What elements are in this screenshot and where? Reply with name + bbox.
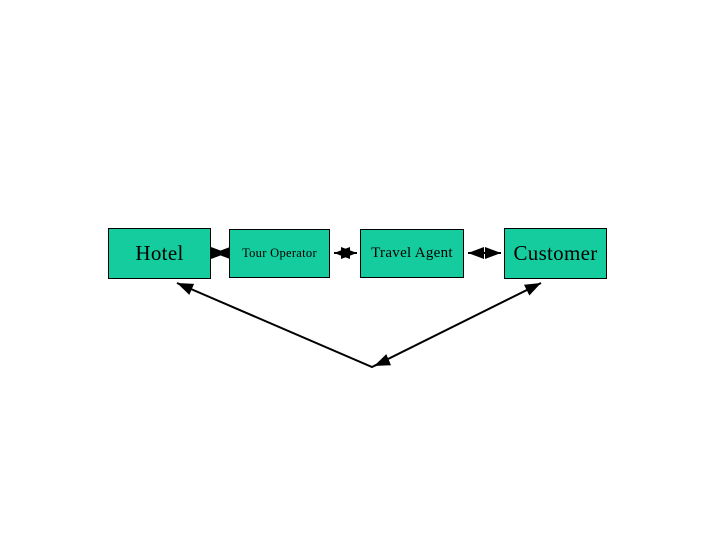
connector-hotel-customer-direct (176, 282, 542, 369)
node-customer-label: Customer (513, 241, 598, 265)
node-tour-operator-label: Tour Operator (242, 246, 317, 261)
node-travel-agent-label: Travel Agent (371, 245, 453, 261)
node-hotel[interactable]: Hotel (108, 228, 211, 279)
node-customer[interactable]: Customer (504, 228, 607, 279)
connector-hotel-customer-vertex-arrowhead (373, 354, 392, 367)
node-hotel-label: Hotel (135, 241, 184, 265)
node-travel-agent[interactable]: Travel Agent (360, 229, 464, 278)
node-tour-operator[interactable]: Tour Operator (229, 229, 330, 278)
